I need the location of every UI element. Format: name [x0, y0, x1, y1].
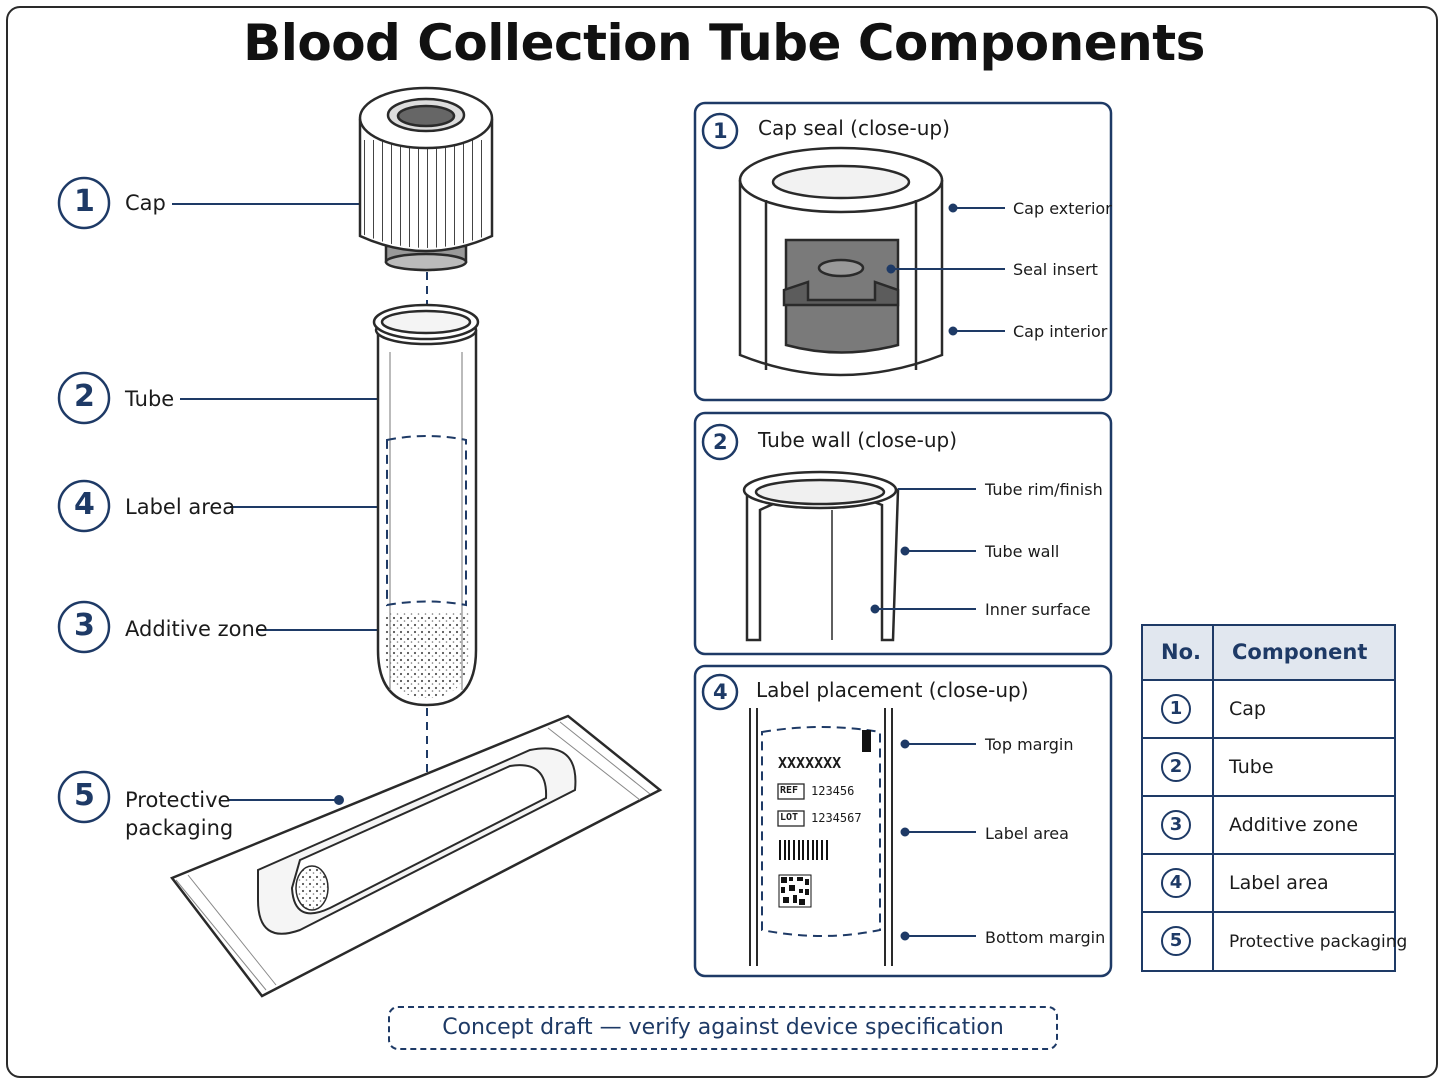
panel-cap-seal [693, 101, 1113, 402]
lot-tag: LOT [780, 812, 799, 823]
ref-value: 123456 [811, 784, 855, 798]
row-num: 2 [1161, 752, 1191, 782]
row-num: 5 [1161, 926, 1191, 956]
table-row: 3 Additive zone [1143, 797, 1394, 855]
callout-circles [57, 176, 111, 824]
panel-cap-title: Cap seal (close-up) [758, 116, 950, 140]
callout-5-circle [57, 770, 111, 824]
callout-2-circle [57, 371, 111, 425]
row-component: Cap [1229, 698, 1266, 720]
top-margin-label: Top margin [985, 735, 1074, 754]
callout-3-num: 3 [74, 608, 95, 643]
outer-frame [6, 6, 1438, 1078]
panel-tube-num: 2 [713, 430, 728, 454]
ref-tag: REF [780, 785, 799, 796]
table-header: No. Component [1143, 626, 1394, 681]
panel-cap-num: 1 [713, 119, 728, 143]
lot-value: 1234567 [811, 811, 862, 825]
header-component: Component [1232, 640, 1368, 664]
tube-label-zone [386, 435, 467, 607]
callout-cap-label: Cap [125, 191, 166, 215]
tube-rim-label: Tube rim/finish [985, 480, 1103, 499]
cap-drawing [358, 86, 494, 272]
bottom-margin-label: Bottom margin [985, 928, 1106, 947]
row-component: Additive zone [1229, 814, 1359, 836]
callout-additive-zone-label: Additive zone [125, 617, 268, 641]
callout-1-num: 1 [74, 184, 95, 219]
footer-note: Concept draft — verify against device sp… [388, 1006, 1058, 1050]
cap-exterior-label: Cap exterior [1013, 199, 1112, 218]
callout-4-circle [57, 479, 111, 533]
panel-label-num: 4 [713, 680, 728, 704]
callout-1-circle [57, 176, 111, 230]
table-row: 5 Protective packaging [1143, 913, 1407, 971]
inner-surface-label: Inner surface [985, 600, 1091, 619]
table-row: 2 Tube [1143, 739, 1394, 797]
callout-label-area-label: Label area [125, 495, 236, 519]
page-title: Blood Collection Tube Components [243, 14, 1205, 72]
table-row: 1 Cap [1143, 681, 1394, 739]
row-component: Label area [1229, 872, 1329, 894]
component-table: No. Component 1 Cap 2 Tube 3 Additive zo… [1141, 624, 1407, 972]
callout-tube-label: Tube [125, 387, 175, 411]
panel-label-placement [693, 664, 1113, 978]
matrix-code [778, 874, 812, 908]
row-num: 3 [1161, 810, 1191, 840]
tube-drawing [372, 303, 480, 707]
table-row: 4 Label area [1143, 855, 1394, 913]
callout-5-num: 5 [74, 778, 95, 813]
seal-insert-label: Seal insert [1013, 260, 1098, 279]
callout-packaging-label-1: Protective [125, 788, 231, 812]
tube-wall-label: Tube wall [985, 542, 1060, 561]
row-component: Tube [1229, 756, 1274, 778]
label-area-detail-label: Label area [985, 824, 1069, 843]
row-num: 1 [1161, 694, 1191, 724]
panel-label-title: Label placement (close-up) [756, 678, 1029, 702]
barcode [779, 840, 828, 860]
row-num: 4 [1161, 868, 1191, 898]
table-divider [1212, 626, 1214, 970]
callout-4-num: 4 [74, 487, 95, 522]
panel-tube-title: Tube wall (close-up) [758, 428, 958, 452]
label-sample-code: XXXXXXX [778, 754, 842, 772]
callout-2-num: 2 [74, 379, 95, 414]
callout-3-circle [57, 600, 111, 654]
panel-tube-wall [693, 411, 1113, 656]
packaging-drawing [170, 714, 663, 998]
row-component: Protective packaging [1229, 932, 1408, 952]
callout-packaging-label-2: packaging [125, 816, 234, 840]
cap-interior-label: Cap interior [1013, 322, 1108, 341]
header-no: No. [1161, 640, 1201, 664]
